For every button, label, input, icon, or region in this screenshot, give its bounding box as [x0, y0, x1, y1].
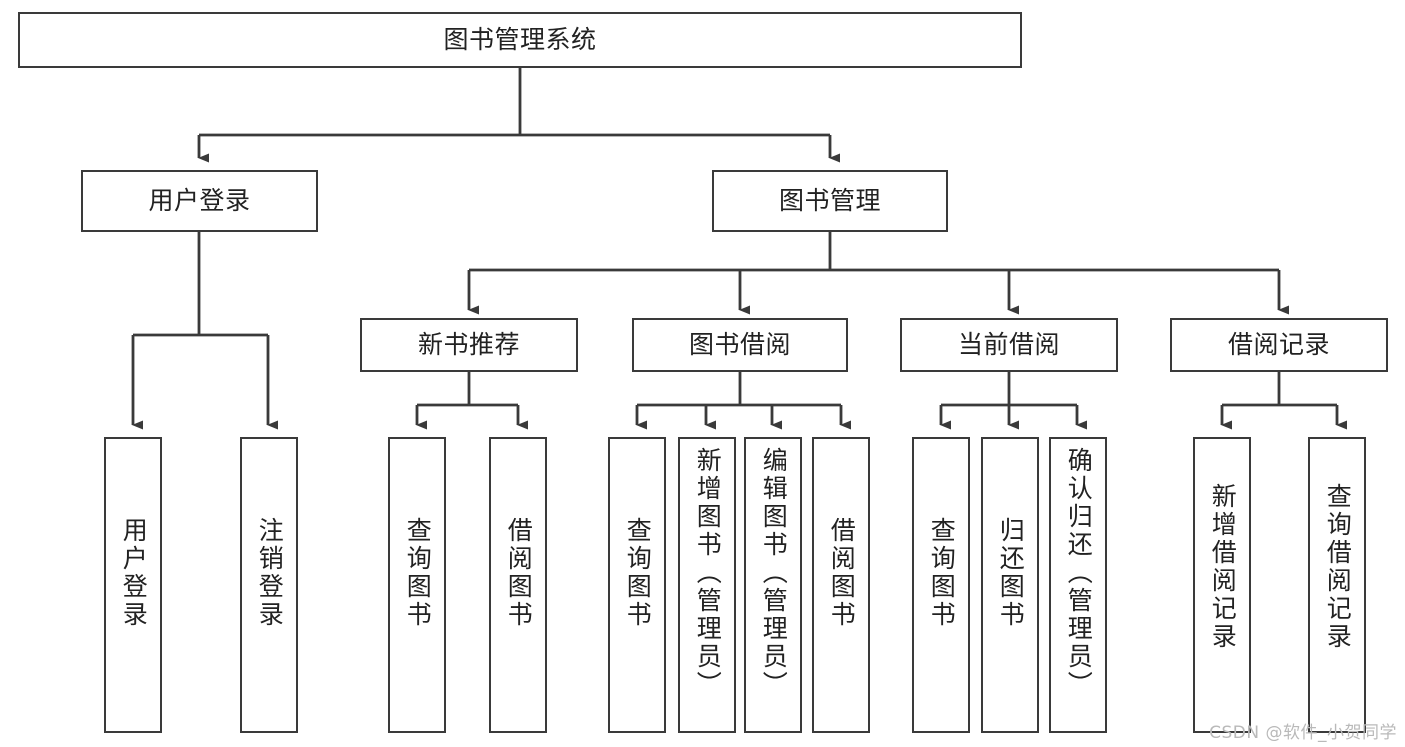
node-label: 查询借阅记录	[1323, 483, 1353, 651]
csdn-watermark: CSDN @软件_小贺同学	[1209, 723, 1397, 743]
node-label: 新增图书（管理员）	[693, 447, 723, 699]
node-label: 查询图书	[927, 517, 957, 629]
node-label: 用户登录	[148, 186, 251, 216]
node-label: 借阅记录	[1227, 330, 1330, 360]
node-current-borrow[interactable]: 当前借阅	[900, 318, 1118, 372]
node-label: 编辑图书（管理员）	[759, 447, 789, 699]
leaf-new-book-borrow[interactable]: 借阅图书	[489, 437, 547, 733]
leaf-record-add-record[interactable]: 新增借阅记录	[1193, 437, 1251, 733]
leaf-borrow-add-book-admin[interactable]: 新增图书（管理员）	[678, 437, 736, 733]
node-label: 图书借阅	[688, 330, 791, 360]
leaf-current-return-book[interactable]: 归还图书	[981, 437, 1039, 733]
leaf-current-query-book[interactable]: 查询图书	[912, 437, 970, 733]
node-book-borrow[interactable]: 图书借阅	[632, 318, 848, 372]
leaf-borrow-query-book[interactable]: 查询图书	[608, 437, 666, 733]
leaf-user-login-logout[interactable]: 注销登录	[240, 437, 298, 733]
node-label: 确认归还（管理员）	[1064, 447, 1094, 699]
node-label: 归还图书	[996, 517, 1026, 629]
leaf-borrow-edit-book-admin[interactable]: 编辑图书（管理员）	[744, 437, 802, 733]
node-borrow-record[interactable]: 借阅记录	[1170, 318, 1388, 372]
node-root-system[interactable]: 图书管理系统	[18, 12, 1022, 68]
node-user-login[interactable]: 用户登录	[81, 170, 318, 232]
node-label: 用户登录	[119, 517, 149, 629]
node-label: 查询图书	[403, 517, 433, 629]
leaf-current-confirm-return-admin[interactable]: 确认归还（管理员）	[1049, 437, 1107, 733]
node-label: 新增借阅记录	[1208, 483, 1238, 651]
node-label: 借阅图书	[827, 517, 857, 629]
node-label: 注销登录	[255, 517, 285, 629]
node-new-book-recommend[interactable]: 新书推荐	[360, 318, 578, 372]
leaf-borrow-borrow-book[interactable]: 借阅图书	[812, 437, 870, 733]
leaf-new-book-query[interactable]: 查询图书	[388, 437, 446, 733]
leaf-user-login-login[interactable]: 用户登录	[104, 437, 162, 733]
node-label: 当前借阅	[957, 330, 1060, 360]
node-label: 图书管理系统	[443, 25, 597, 55]
node-label: 借阅图书	[504, 517, 534, 629]
node-book-management[interactable]: 图书管理	[712, 170, 948, 232]
node-label: 新书推荐	[417, 330, 520, 360]
node-label: 图书管理	[778, 186, 881, 216]
node-label: 查询图书	[623, 517, 653, 629]
leaf-record-query-record[interactable]: 查询借阅记录	[1308, 437, 1366, 733]
